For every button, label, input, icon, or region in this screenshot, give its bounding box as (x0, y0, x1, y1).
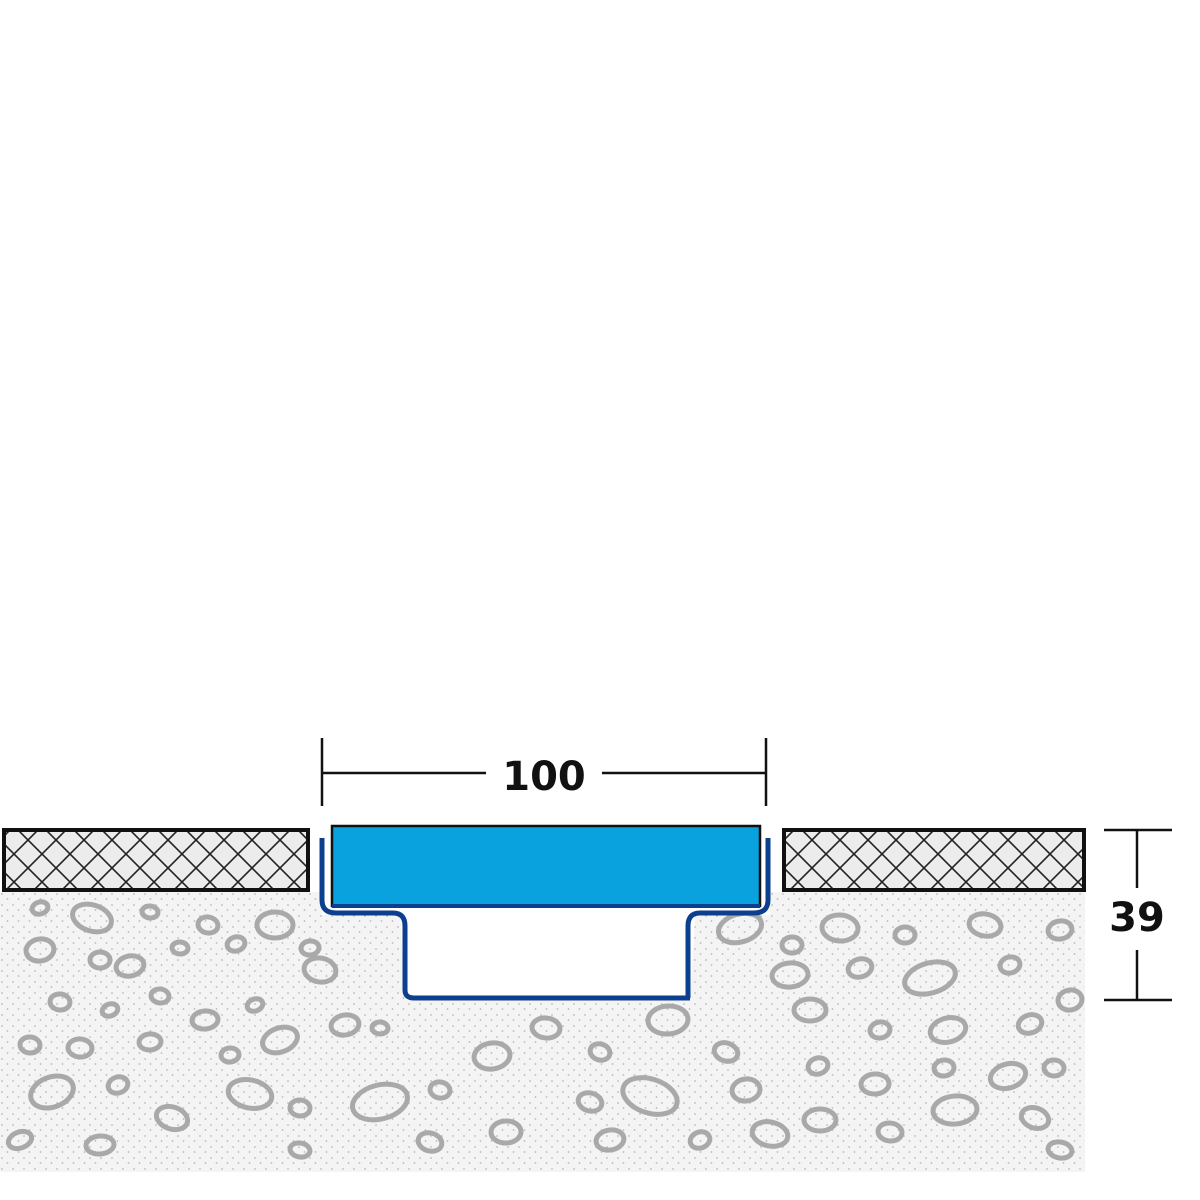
pebble (927, 1015, 969, 1045)
pebble (575, 1090, 605, 1114)
pebble (287, 1097, 313, 1119)
pebble (350, 1081, 410, 1123)
pebble (805, 1055, 831, 1077)
pebble (1018, 1105, 1052, 1131)
pebble (17, 1034, 43, 1056)
pebble (687, 1129, 713, 1151)
pebble (819, 912, 861, 944)
pebble (845, 956, 875, 980)
pebble (189, 1008, 221, 1032)
pebble (5, 1128, 35, 1152)
pebble (791, 996, 829, 1024)
pebble (779, 934, 805, 956)
pebble (711, 1040, 741, 1064)
pebble (471, 1040, 513, 1072)
pebble (298, 938, 322, 958)
height-dimension (1104, 828, 1172, 1002)
pebble (83, 1133, 117, 1157)
pebble (769, 960, 811, 990)
pebble (254, 909, 296, 941)
pebble (148, 986, 172, 1006)
pebble (224, 934, 248, 954)
pebble (225, 1077, 275, 1111)
pebble (169, 939, 191, 957)
pebble (858, 1071, 892, 1097)
tile-left (2, 828, 310, 892)
pebble (1055, 987, 1085, 1013)
pebble (47, 991, 73, 1013)
pebble (301, 955, 339, 985)
pebble (892, 924, 918, 946)
pebble (620, 1075, 680, 1117)
pebble (1041, 1057, 1067, 1079)
pebble (99, 1001, 121, 1019)
pebbles-group (5, 899, 1085, 1161)
pebble (415, 1130, 445, 1154)
pebble (28, 1073, 76, 1111)
height-dimension-label: 39 (1109, 895, 1165, 941)
pebble (427, 1079, 453, 1101)
pebble (529, 1015, 563, 1041)
pebble (875, 1120, 905, 1144)
width-dimension-label: 100 (502, 754, 586, 800)
pebble (113, 953, 147, 979)
pebble (930, 1093, 980, 1127)
pebble (1045, 1139, 1075, 1161)
pebble (260, 1024, 300, 1056)
pebble (244, 996, 266, 1014)
pebble (369, 1019, 391, 1037)
pebble (902, 959, 958, 997)
pebble (218, 1045, 242, 1065)
tile-right (782, 828, 1086, 892)
pebble (87, 949, 113, 971)
pebble (136, 1031, 164, 1053)
pebble (195, 914, 221, 936)
pebble (801, 1106, 839, 1134)
pebble (139, 903, 161, 921)
pebble (105, 1074, 131, 1096)
pebble (328, 1012, 362, 1038)
pebble (729, 1076, 763, 1104)
channel-recess (322, 892, 770, 1000)
pebble (1045, 918, 1075, 942)
pebble (645, 1003, 691, 1037)
pebble (987, 1060, 1029, 1092)
pebble (997, 954, 1023, 976)
pebble (488, 1118, 524, 1146)
width-dimension (320, 738, 768, 806)
pebble (749, 1119, 791, 1149)
pebble (931, 1057, 957, 1079)
pebble (593, 1127, 627, 1153)
pebble (587, 1041, 613, 1063)
pebble (29, 899, 51, 917)
pebble (65, 1036, 95, 1060)
pebble (23, 936, 57, 964)
pebble (1015, 1012, 1045, 1036)
pebble (287, 1140, 313, 1160)
pebble (867, 1019, 893, 1041)
drain-profile-outline (319, 838, 771, 1001)
pebble (153, 1103, 191, 1133)
drain-cover (330, 824, 762, 908)
pebble (70, 901, 114, 935)
pebble (966, 911, 1004, 939)
